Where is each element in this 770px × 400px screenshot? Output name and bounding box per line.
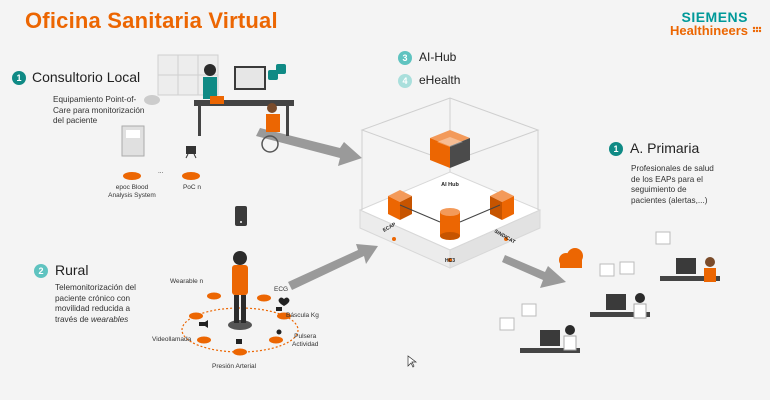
consultorio-title: Consultorio Local bbox=[32, 69, 141, 85]
epoc-disc-icon bbox=[123, 172, 141, 180]
ehealth-title: eHealth bbox=[419, 73, 461, 87]
hub-link-line bbox=[399, 204, 441, 223]
epoc-device-icon bbox=[121, 125, 145, 157]
logo-line1: SIEMENS bbox=[681, 9, 748, 25]
device-ellipsis: ... bbox=[158, 168, 164, 175]
arrow-hub-to-primaria-icon bbox=[502, 255, 566, 288]
rural-title: Rural bbox=[55, 262, 89, 278]
presion-arterial-label: Presión Arterial bbox=[212, 363, 257, 370]
hub-glass-cube-icon bbox=[360, 97, 540, 210]
smartphone-icon bbox=[235, 206, 247, 226]
poc-device-icon bbox=[185, 146, 197, 159]
epoc-device-label: epoc Blood Analysis System bbox=[108, 184, 156, 199]
logo-line2: Healthineers bbox=[669, 23, 748, 38]
ehealth-badge: 4 bbox=[398, 74, 412, 88]
cloud-icon bbox=[559, 248, 583, 268]
primaria-illustration-icon bbox=[499, 231, 720, 353]
mouse-cursor-icon bbox=[407, 355, 418, 368]
bascula-label: Báscula Kg bbox=[286, 312, 319, 319]
poc-disc-icon bbox=[182, 172, 200, 180]
poc-device-label: PoC n bbox=[182, 184, 202, 191]
primaria-badge: 1 bbox=[609, 142, 623, 156]
arrow-rural-to-hub-icon bbox=[288, 244, 378, 290]
rural-device-discs-icon bbox=[189, 292, 291, 356]
rural-pedestal-icon bbox=[228, 320, 252, 330]
siemens-healthineers-logo: SIEMENS Healthineers bbox=[669, 9, 762, 38]
hc3-label: HC3 bbox=[445, 258, 455, 264]
rural-badge: 2 bbox=[34, 264, 48, 278]
arrow-consultorio-to-hub-icon bbox=[256, 128, 362, 166]
wearable-label: Wearable n bbox=[170, 278, 204, 285]
ai-hub-title: AI-Hub bbox=[419, 50, 457, 64]
sindicat-box-icon bbox=[490, 190, 514, 220]
ai-hub-cube-icon bbox=[430, 130, 470, 168]
rural-device-glyphs-icon bbox=[199, 297, 290, 344]
ai-hub-badge: 3 bbox=[398, 51, 412, 65]
logo-dots-icon bbox=[752, 26, 762, 33]
page-title: Oficina Sanitaria Virtual bbox=[25, 8, 278, 33]
consultorio-illustration-icon bbox=[144, 54, 294, 153]
hub-link-line bbox=[459, 204, 501, 223]
consultorio-description: Equipamiento Point-of- Care para monitor… bbox=[53, 95, 145, 125]
pulsera-label: Pulsera Actividad bbox=[292, 333, 319, 348]
primaria-title: A. Primaria bbox=[630, 140, 700, 156]
ecg-label: ECG bbox=[274, 286, 289, 293]
videollamada-label: Videollamada bbox=[152, 336, 192, 343]
consultorio-badge: 1 bbox=[12, 71, 26, 85]
hc3-database-icon bbox=[440, 208, 460, 240]
patient-figure-icon bbox=[232, 251, 248, 323]
ai-hub-label: AI Hub bbox=[441, 182, 459, 188]
primaria-description: Profesionales de salud de los EAPs para … bbox=[631, 164, 714, 205]
rural-description: Telemonitorización del paciente crónico … bbox=[55, 283, 137, 324]
